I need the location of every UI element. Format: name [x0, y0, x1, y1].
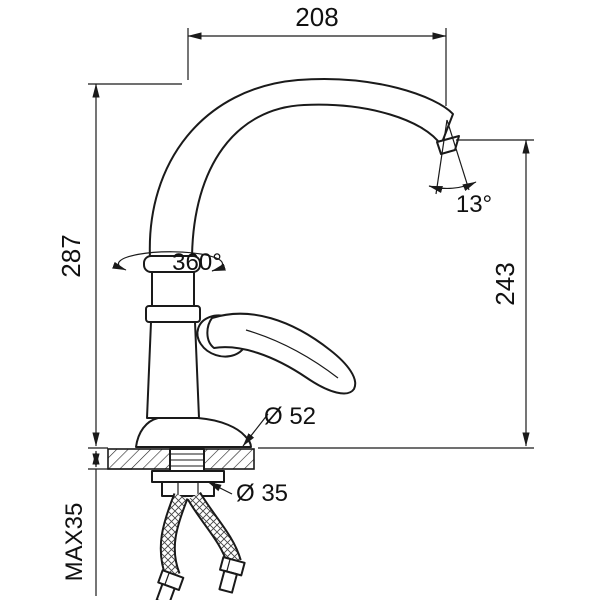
dimension-base-diameter: Ø 52	[242, 403, 316, 447]
dim-label-swivel-rotation: 360°	[172, 249, 222, 276]
angle-arc	[428, 181, 477, 194]
mounting-nut	[161, 481, 215, 497]
leader-line	[207, 481, 233, 495]
hose-left-fitting	[155, 569, 185, 600]
hose-right-braid	[188, 492, 240, 564]
mounting-washer	[151, 470, 225, 483]
body-column	[146, 321, 200, 419]
body-neck	[151, 271, 195, 309]
dim-label-hole-diameter: Ø 35	[236, 480, 288, 507]
dim-label-overall-height: 287	[56, 234, 86, 277]
angle-ray	[446, 119, 470, 191]
handle-lever-edge	[245, 329, 339, 379]
body-collar	[145, 305, 201, 323]
countertop-section	[107, 448, 255, 497]
angle-ray	[435, 119, 448, 195]
dim-label-spout-reach: 208	[295, 2, 338, 32]
rotation-arc	[112, 251, 226, 272]
dimension-hole-diameter: Ø 35	[207, 480, 288, 507]
spout-curve	[148, 78, 454, 259]
dimension-max-thickness: MAX35	[61, 450, 132, 596]
dimension-swivel-rotation: 360°	[112, 249, 226, 276]
dimension-spout-angle: 13°	[428, 119, 492, 218]
dim-label-base-diameter: Ø 52	[264, 403, 316, 430]
dim-label-max-thickness: MAX35	[61, 503, 88, 582]
dimension-spout-reach: 208	[187, 2, 447, 106]
shank-threads	[171, 453, 203, 467]
dim-label-spout-height: 243	[490, 262, 520, 305]
supply-hoses	[155, 491, 246, 600]
body-base	[135, 417, 252, 448]
dimension-overall-height: 287	[56, 83, 182, 449]
dimension-spout-height: 243	[258, 139, 534, 449]
dim-label-spout-angle: 13°	[456, 191, 492, 218]
leader-line	[242, 413, 269, 447]
hose-right-fitting	[218, 556, 246, 594]
handle-lever	[206, 312, 357, 395]
hose-left-braid	[161, 493, 187, 579]
